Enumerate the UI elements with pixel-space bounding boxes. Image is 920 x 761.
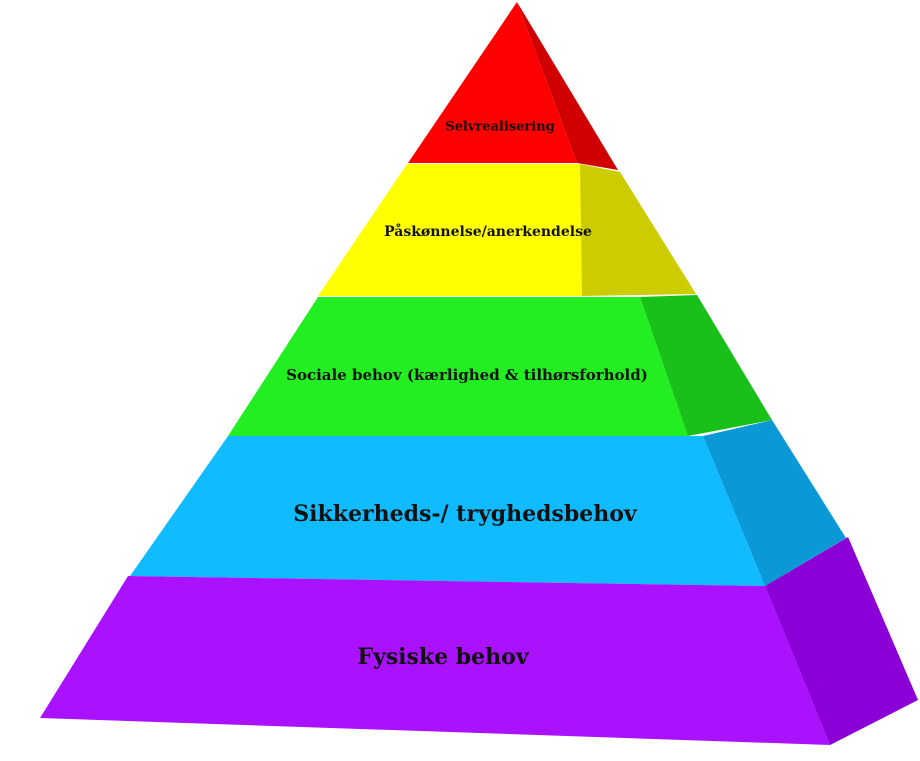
level-3-label: Sociale behov (kærlighed & tilhørsforhol… xyxy=(286,366,648,384)
level-4-side xyxy=(703,420,846,586)
level-2-front xyxy=(318,164,582,296)
level-5-label: Fysiske behov xyxy=(357,644,529,670)
level-2-side xyxy=(580,164,696,296)
level-3-side xyxy=(640,295,772,436)
pyramid-level-physiological: Fysiske behov xyxy=(40,537,918,745)
level-1-label: Selvrealisering xyxy=(445,120,555,135)
pyramid-level-esteem: Påskønnelse/anerkendelse xyxy=(318,164,696,296)
level-4-label: Sikkerheds-/ tryghedsbehov xyxy=(293,501,638,527)
level-3-front xyxy=(228,297,688,436)
level-4-front xyxy=(130,436,765,586)
level-1-front xyxy=(408,2,577,163)
level-2-label: Påskønnelse/anerkendelse xyxy=(384,222,592,240)
pyramid-level-safety: Sikkerheds-/ tryghedsbehov xyxy=(130,420,846,586)
level-5-front xyxy=(40,576,830,745)
level-5-side xyxy=(765,537,918,745)
level-1-side xyxy=(517,2,618,170)
pyramid-level-social: Sociale behov (kærlighed & tilhørsforhol… xyxy=(228,295,772,436)
pyramid-level-self-actualization: Selvrealisering xyxy=(408,2,618,170)
